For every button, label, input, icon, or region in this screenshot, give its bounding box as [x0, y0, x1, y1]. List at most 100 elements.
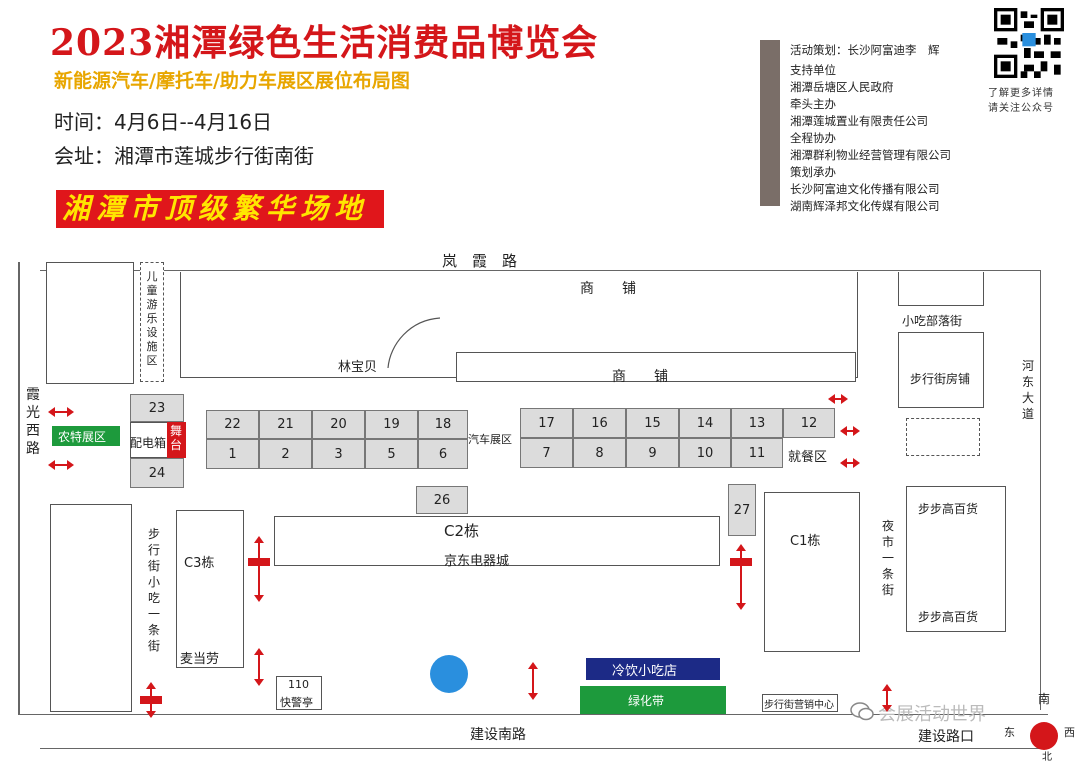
road-edge-south: [18, 714, 1048, 715]
entrance-arrow-h: [840, 458, 860, 468]
road-west-label: 霞光西路: [26, 387, 40, 457]
c3-building: [176, 510, 244, 668]
dashed-area: [906, 418, 980, 456]
entrance-arrow: [254, 648, 264, 686]
credit-line: 活动策划：长沙阿富迪李 辉: [790, 43, 940, 57]
compass-south: 南: [1038, 692, 1051, 706]
credit-line: 支持单位: [790, 63, 836, 77]
block-west-top: [46, 262, 134, 384]
event-venue: 会址：湘潭市莲城步行街南街: [54, 144, 314, 168]
booth-23[interactable]: 23: [130, 394, 184, 422]
kids-area-box: [140, 262, 164, 382]
greenbelt-label: 绿化带: [628, 694, 665, 708]
watermark-label: 会展活动世界: [878, 704, 986, 725]
compass-icon: [1030, 722, 1058, 750]
booth-5[interactable]: 5: [365, 439, 418, 469]
credit-line: 牵头主办: [790, 97, 836, 111]
booth-21[interactable]: 21: [259, 410, 312, 439]
shops-mid-label: 商 铺: [612, 369, 668, 385]
qr-caption: 了解更多详情: [988, 88, 1054, 99]
c2-building-label: C2栋: [444, 522, 480, 540]
booth-24[interactable]: 24: [130, 458, 184, 488]
road-edge-east: [1040, 270, 1041, 710]
pedestrian-shops-label: 步行街房铺: [910, 372, 971, 386]
entrance-arrow-h: [48, 407, 74, 417]
entrance-arrow: [528, 662, 538, 700]
entrance-arrow: [882, 684, 892, 712]
booth-16[interactable]: 16: [573, 408, 626, 438]
booth-11[interactable]: 11: [731, 438, 783, 468]
c1-building: [764, 492, 860, 652]
shops-top-label: 商 铺: [580, 281, 636, 297]
compass-north: 北: [1042, 752, 1052, 763]
booth-2[interactable]: 2: [259, 439, 312, 469]
cold-drink-label: 冷饮小吃店: [612, 664, 678, 679]
road-edge-south-outer: [40, 748, 1040, 749]
entrance-arrow: [254, 536, 264, 602]
credit-line: 长沙阿富迪文化传播有限公司: [790, 182, 940, 196]
stage: [167, 422, 186, 458]
compass-west: 西: [1064, 726, 1075, 739]
credit-line: 湘潭岳塘区人民政府: [790, 80, 894, 94]
bubugao-building: [906, 486, 1006, 632]
booth-20[interactable]: 20: [312, 410, 365, 439]
booth-15[interactable]: 15: [626, 408, 679, 438]
credit-line: 湖南辉泽邦文化传媒有限公司: [790, 199, 940, 213]
wechat-icon: [850, 702, 874, 721]
booth-9[interactable]: 9: [626, 438, 679, 468]
shops-mid-block: [456, 352, 856, 382]
booth-18[interactable]: 18: [418, 410, 468, 439]
booth-22[interactable]: 22: [206, 410, 259, 439]
snack-street-box: [898, 272, 984, 306]
entrance-arrow-h: [48, 460, 74, 470]
road-corner-label: 建设路口: [918, 729, 974, 745]
booth-27[interactable]: 27: [728, 484, 756, 536]
dining-area-label: 就餐区: [788, 450, 828, 465]
farm-zone-label: 农特展区: [58, 430, 107, 444]
qr-code-icon: [994, 8, 1064, 78]
jd-store-label: 京东电器城: [444, 554, 510, 569]
credits-bar: [760, 40, 780, 206]
c1-building-label: C1栋: [790, 534, 821, 549]
promo-banner: 湘潭市顶级繁华场地: [56, 190, 384, 228]
snack-street-left-label: 步行街小吃一条街: [147, 527, 160, 653]
pedestrian-shops-box: [898, 332, 984, 408]
road-edge-west: [18, 262, 20, 714]
police-number: 110: [288, 678, 309, 691]
booth-8[interactable]: 8: [573, 438, 626, 468]
police-kiosk: [276, 676, 322, 710]
entrance-arrow-h: [840, 426, 860, 436]
marketing-center-label: 步行街营销中心: [764, 700, 834, 711]
road-south-label: 建设南路: [470, 727, 526, 743]
booth-12[interactable]: 12: [783, 408, 835, 438]
road-edge-north: [40, 270, 1040, 271]
road-north-label: 岚 霞 路: [442, 252, 518, 270]
greenbelt-box: [580, 686, 726, 714]
booth-3[interactable]: 3: [312, 439, 365, 469]
lin-bao-bei-label: 林宝贝: [338, 360, 378, 375]
c2-building: [274, 516, 720, 566]
booth-17[interactable]: 17: [520, 408, 573, 438]
fountain-circle: [430, 655, 468, 693]
police-label: 快警亭: [280, 696, 313, 709]
distribution-box-label: 配电箱: [130, 436, 167, 450]
booth-13[interactable]: 13: [731, 408, 783, 438]
entrance-arrow: [736, 544, 746, 610]
booth-26[interactable]: 26: [416, 486, 468, 514]
booth-1[interactable]: 1: [206, 439, 259, 469]
page-subtitle: 新能源汽车/摩托车/助力车展区展位布局图: [54, 70, 410, 92]
credit-line: 全程协办: [790, 131, 836, 145]
credit-line: 策划承办: [790, 165, 836, 179]
booth-10[interactable]: 10: [679, 438, 731, 468]
bubugao-label-1: 步步高百货: [918, 502, 979, 516]
booth-7[interactable]: 7: [520, 438, 573, 468]
page-title: 2023湘潭绿色生活消费品博览会: [50, 22, 599, 64]
credit-line: 湘潭莲城置业有限责任公司: [790, 114, 928, 128]
booth-19[interactable]: 19: [365, 410, 418, 439]
credit-line: 湘潭群利物业经营管理有限公司: [790, 148, 951, 162]
booth-14[interactable]: 14: [679, 408, 731, 438]
stage-label: 舞台: [169, 424, 182, 452]
booth-6[interactable]: 6: [418, 439, 468, 469]
c3-building-label: C3栋: [184, 556, 215, 571]
cold-drink-box: [586, 658, 720, 680]
